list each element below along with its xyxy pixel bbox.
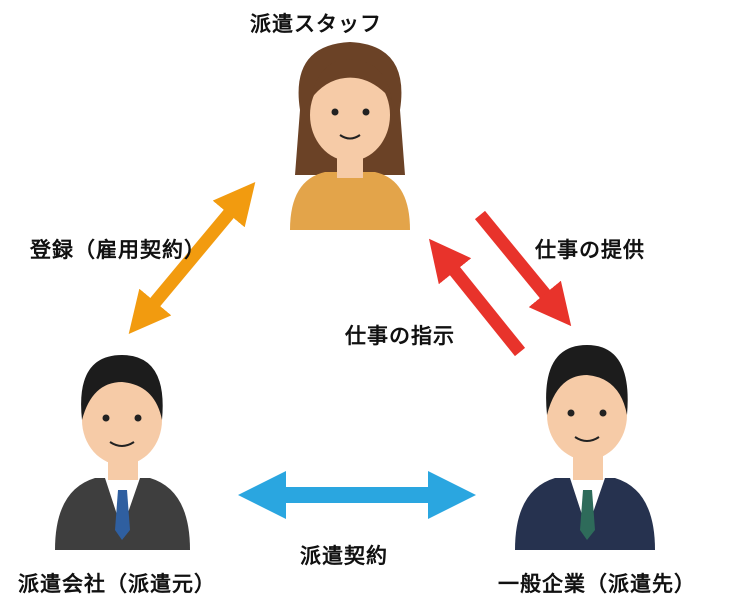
agency-label: 派遣会社（派遣元） (18, 572, 216, 596)
work-provision-arrow (474, 210, 572, 327)
client-illustration (515, 345, 655, 550)
client-label: 一般企業（派遣先） (498, 572, 696, 596)
registration-arrow (128, 182, 256, 334)
dispatch-contract-label: 派遣契約 (300, 544, 388, 568)
agency-illustration (55, 355, 190, 550)
staff-label: 派遣スタッフ (250, 12, 382, 36)
staff-illustration (290, 42, 410, 230)
registration-label: 登録（雇用契約） (30, 238, 206, 262)
work-provision-label: 仕事の提供 (535, 238, 645, 262)
work-instruction-label: 仕事の指示 (345, 324, 455, 348)
work-instruction-arrow (428, 238, 526, 357)
